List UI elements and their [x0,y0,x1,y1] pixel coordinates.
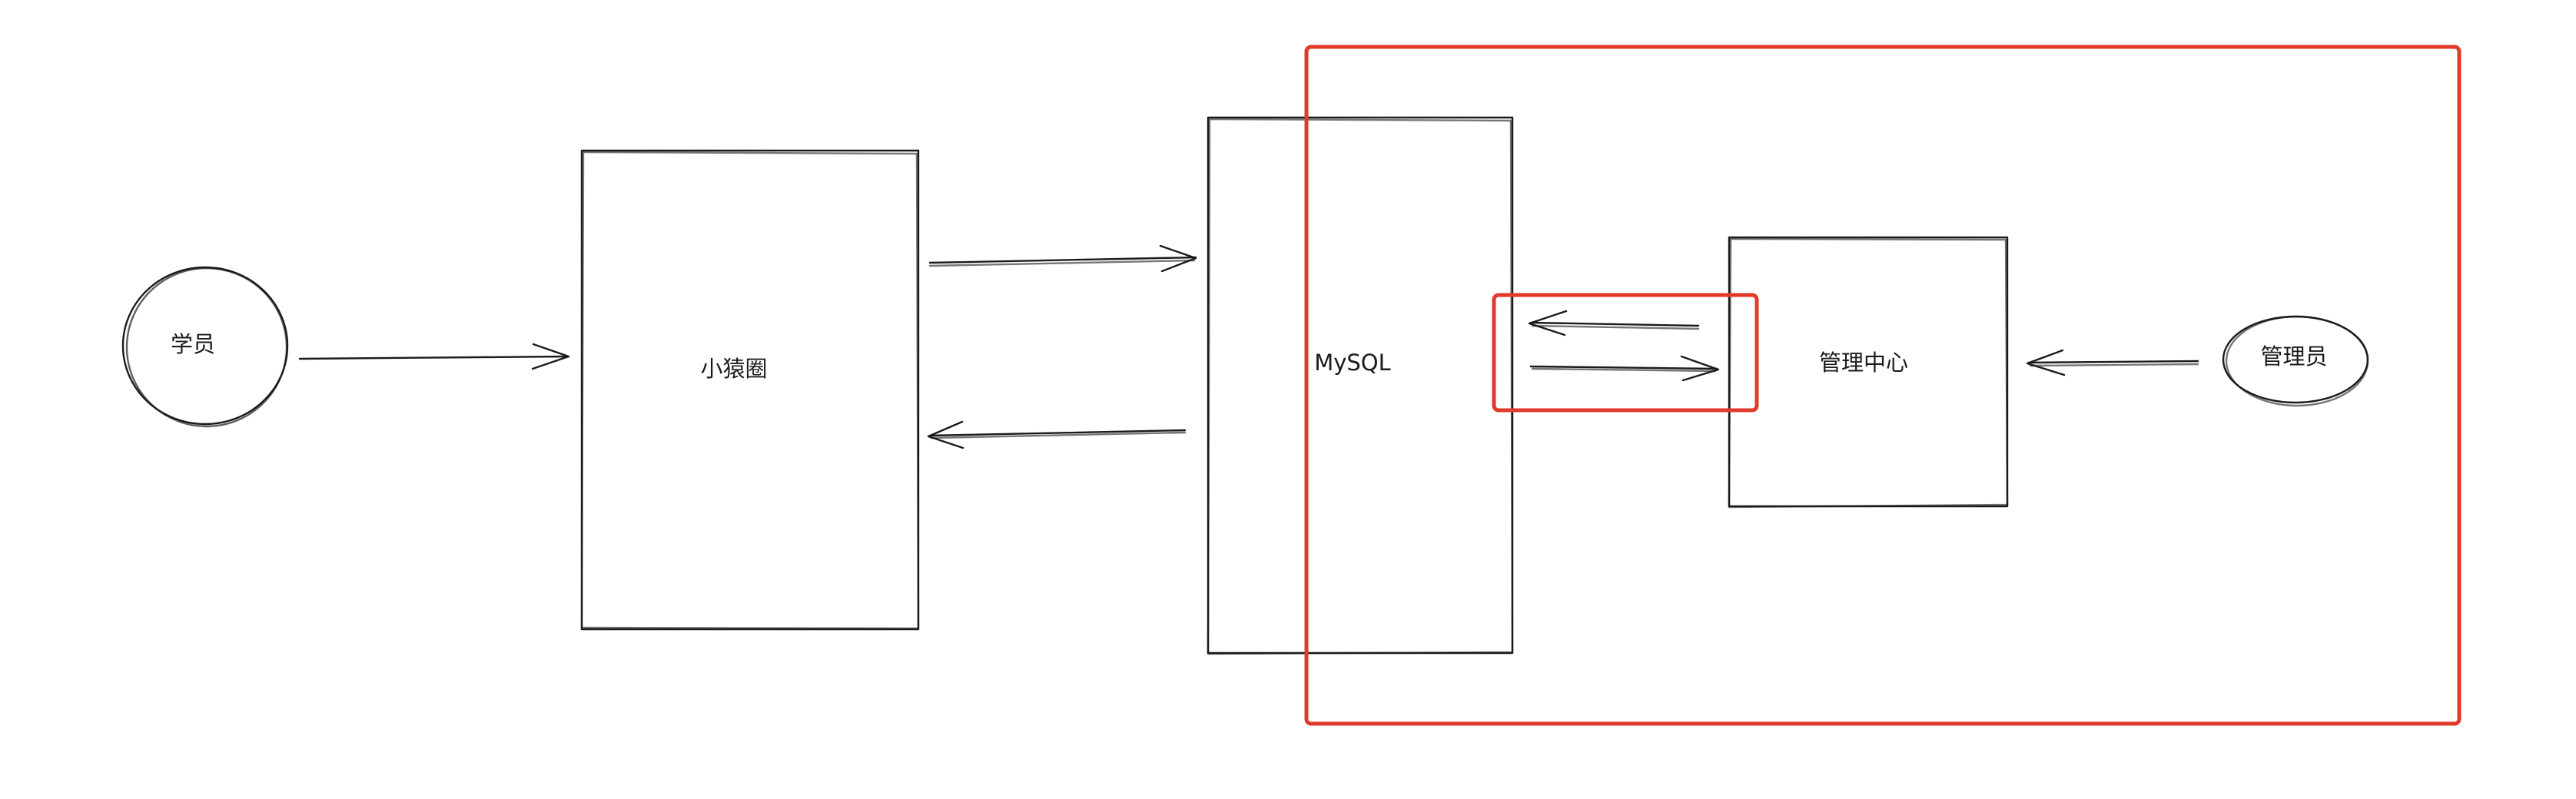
highlight-region-small [1492,293,1759,413]
arrow-shaft [2027,360,2199,364]
xiaoyuanquan-box [580,149,920,631]
mysql-box [1207,116,1514,655]
xiaoyuanquan-node[interactable]: 小猿圈 [580,149,920,631]
student-node[interactable]: 学员 [121,266,289,428]
arrow-shaft-sketch [930,431,1187,439]
arrow-shaft [1529,365,1718,370]
arrow-shaft-sketch [928,259,1196,267]
arrow-admin-to-admincenter [2026,349,2199,376]
arrow-student-to-xiaoyuanquan [298,343,570,370]
arrow-shaft-sketch [1531,324,1700,330]
admin-center-box-sketch [1728,237,2009,509]
arrow-mysql-to-admincenter [1529,355,1720,382]
admin-label: 管理员 [2260,343,2327,370]
arrow-head [1680,355,1720,382]
arrow-head [531,343,570,370]
mysql-label: MySQL [1314,350,1391,376]
arrow-mysql-to-xiaoyuanquan [927,420,1187,449]
arrow-head [1159,244,1197,273]
arrow-shaft-sketch [1531,367,1717,373]
mysql-box-sketch [1207,118,1514,655]
arrow-head [1528,310,1568,337]
arrow-shaft-sketch [2029,363,2199,367]
admin-node[interactable]: 管理员 [2222,315,2369,407]
student-circle-sketch [125,267,288,428]
arrow-shaft [928,256,1197,264]
arrow-admincenter-to-mysql [1528,310,1700,337]
arrow-head [2026,349,2066,376]
arrow-shaft [1529,321,1700,327]
xiaoyuanquan-box-sketch [580,151,920,630]
arrow-xiaoyuanquan-to-mysql [928,244,1197,273]
admin-center-node[interactable]: 管理中心 [1728,236,2009,509]
arrow-shaft [298,355,569,360]
highlight-region-large [1304,45,2461,726]
xiaoyuanquan-label: 小猿圈 [700,356,767,382]
admin-center-label: 管理中心 [1819,350,1908,376]
arrow-shaft [928,429,1187,437]
admin-ellipse-sketch [2225,315,2369,407]
arrow-head [927,420,964,449]
mysql-node[interactable]: MySQL [1207,116,1514,655]
student-label: 学员 [171,331,215,357]
